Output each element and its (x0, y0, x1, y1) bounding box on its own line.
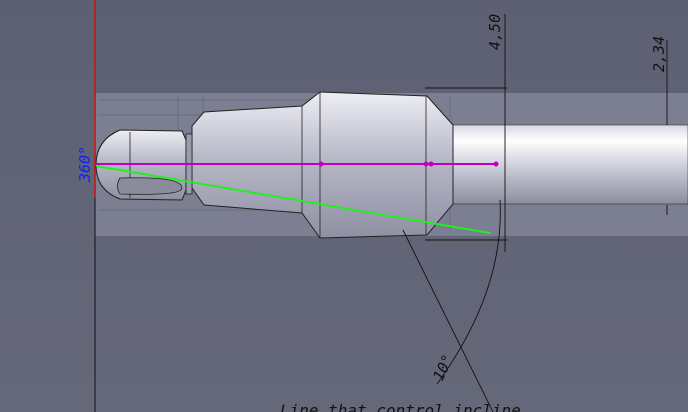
angle-dimension[interactable]: 10° (429, 352, 457, 384)
collet-edges (117, 92, 427, 238)
diameter-dimension[interactable]: 2,34 (650, 36, 668, 72)
dimension-lines (402, 14, 668, 412)
incline-line[interactable] (95, 165, 491, 234)
incline-annotation: Line that control incline (280, 401, 521, 412)
profile-points (318, 161, 499, 167)
height-dimension[interactable]: 4,50 (486, 14, 504, 50)
revolve-angle-label[interactable]: 360° (76, 146, 94, 183)
